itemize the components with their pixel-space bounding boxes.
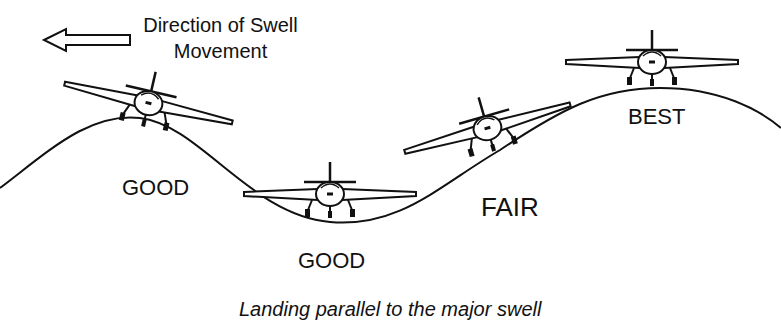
swell-wave <box>0 88 781 223</box>
airplane <box>59 53 239 146</box>
caption: Landing parallel to the major swell <box>239 297 541 321</box>
airplane <box>244 162 416 218</box>
airplane <box>396 74 577 175</box>
rating-label: GOOD <box>122 175 189 201</box>
rating-label: GOOD <box>298 248 365 274</box>
direction-label: Direction of Swell Movement <box>138 12 303 64</box>
rating-label: FAIR <box>481 192 539 223</box>
direction-arrow <box>44 29 130 51</box>
airplane <box>566 30 738 86</box>
rating-label: BEST <box>628 104 685 130</box>
